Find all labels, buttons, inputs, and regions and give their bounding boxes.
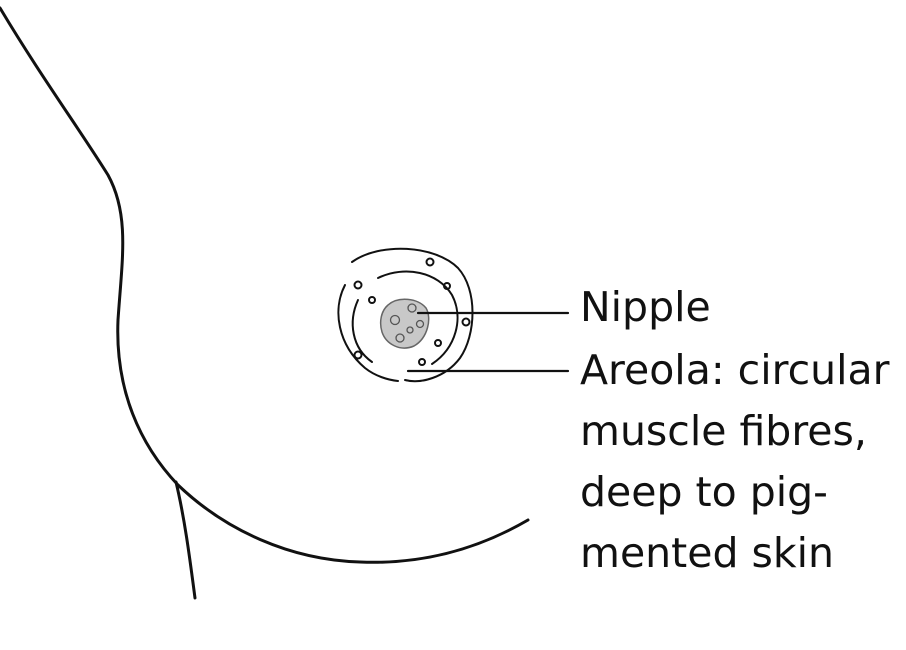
areola-outer-ring	[351, 247, 474, 383]
montgomery-gland	[353, 350, 363, 360]
areola-label-line: deep to pig-	[580, 468, 828, 516]
nipple-bump	[406, 326, 414, 334]
montgomery-gland	[461, 317, 471, 327]
montgomery-gland	[443, 282, 451, 290]
nipple-bump	[415, 319, 425, 329]
areola	[337, 247, 474, 383]
nipple-label: Nipple	[580, 283, 711, 331]
areola-outer-ring-left	[337, 284, 399, 382]
nipple	[379, 298, 430, 349]
nipple-bump	[389, 314, 401, 326]
montgomery-gland	[418, 358, 426, 366]
montgomery-gland	[353, 280, 363, 290]
nipple-shape	[379, 298, 430, 349]
areola-label-line: muscle fibres,	[580, 407, 867, 455]
areola-inner-ring	[377, 270, 459, 365]
areola-label-line: Areola: circular	[580, 346, 890, 394]
breast-outline	[0, 6, 530, 564]
montgomery-gland	[434, 339, 442, 347]
areola-inner-ring-left	[351, 299, 373, 363]
areola-label: Areola: circular muscle fibres, deep to …	[580, 340, 889, 584]
nipple-bump	[395, 333, 405, 343]
areola-label-line: mented skin	[580, 529, 834, 577]
inframammary-fold-line	[174, 480, 197, 600]
montgomery-gland	[368, 296, 376, 304]
nipple-bump	[407, 303, 417, 313]
montgomery-gland	[425, 257, 435, 267]
